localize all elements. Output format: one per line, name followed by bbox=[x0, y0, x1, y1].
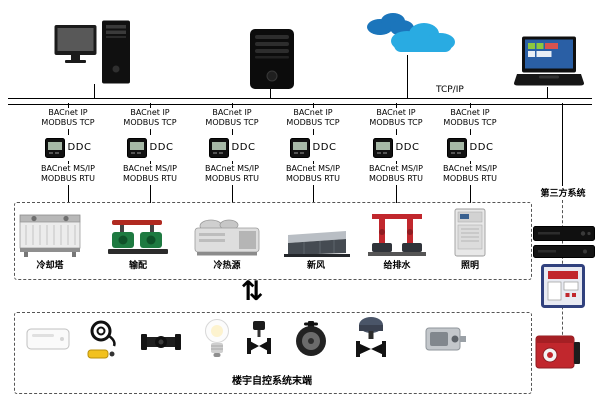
ddc-controller-icon bbox=[208, 138, 229, 158]
ddc-controller-icon bbox=[289, 138, 310, 158]
workstation-icon bbox=[54, 20, 132, 86]
ddc-device: DDC bbox=[273, 135, 353, 161]
drop-line-laptop bbox=[547, 87, 548, 98]
lighting-cabinet-icon bbox=[452, 208, 488, 258]
equipment-fresh-air: 新风 bbox=[274, 206, 358, 272]
chiller-icon bbox=[193, 216, 261, 258]
ddc-label: DDC bbox=[312, 142, 337, 153]
up-down-arrow-icon: ⇅ bbox=[240, 276, 264, 307]
ddc-controller-icon bbox=[126, 138, 147, 158]
ddc-device: DDC bbox=[192, 135, 272, 161]
damper-actuator-icon bbox=[424, 324, 468, 354]
control-valve-icon bbox=[246, 320, 272, 358]
network-bus-line bbox=[8, 98, 592, 105]
ddc-device: DDC bbox=[110, 135, 190, 161]
third-party-label: 第三方系统 bbox=[524, 186, 600, 199]
drop-line-third-party bbox=[562, 103, 563, 186]
ddc-controller-icon bbox=[44, 138, 65, 158]
ddc-controller-icon bbox=[446, 138, 467, 158]
equipment-label: 新风 bbox=[306, 261, 325, 272]
equipment-label: 输配 bbox=[128, 261, 147, 272]
surface-sensor-icon bbox=[26, 326, 70, 352]
ddc-device: DDC bbox=[430, 135, 510, 161]
ddc-label: DDC bbox=[395, 142, 420, 153]
ddc-label: DDC bbox=[67, 142, 92, 153]
drop-line-workstation bbox=[94, 84, 95, 98]
ddc-label: DDC bbox=[149, 142, 174, 153]
drop-line-server bbox=[270, 89, 271, 98]
cooling-tower-icon bbox=[17, 212, 83, 258]
equipment-label: 照明 bbox=[460, 261, 479, 272]
equipment-lighting: 照明 bbox=[428, 206, 512, 272]
equipment-water-supply: 给排水 bbox=[355, 206, 439, 272]
cloud-icon bbox=[362, 10, 460, 58]
server-icon bbox=[248, 28, 296, 90]
ddc-controller-icon bbox=[372, 138, 393, 158]
equipment-group-box bbox=[14, 202, 532, 280]
butterfly-valve-icon bbox=[292, 320, 330, 358]
pump-set-icon bbox=[106, 216, 170, 258]
valve-actuator-icon bbox=[354, 316, 388, 362]
equipment-distribution: 输配 bbox=[96, 206, 180, 272]
drop-line-cloud bbox=[407, 55, 408, 98]
media-box-2-icon bbox=[533, 245, 595, 258]
tcpip-label: TCP/IP bbox=[436, 85, 464, 95]
led-bulb-icon bbox=[203, 318, 231, 360]
equipment-chiller: 冷热源 bbox=[185, 206, 269, 272]
ddc-label: DDC bbox=[469, 142, 494, 153]
pipe-fitting-icon bbox=[140, 330, 182, 354]
equipment-label: 给排水 bbox=[383, 261, 411, 272]
equipment-cooling-tower: 冷却塔 bbox=[8, 206, 92, 272]
water-pumps-icon bbox=[366, 212, 428, 258]
equipment-label: 冷热源 bbox=[213, 261, 241, 272]
equipment-label: 冷却塔 bbox=[36, 261, 64, 272]
media-box-1-icon bbox=[533, 226, 595, 241]
fire-alarm-device-icon bbox=[534, 330, 582, 372]
laptop-icon bbox=[513, 36, 585, 88]
ddc-label: DDC bbox=[231, 142, 256, 153]
cable-temperature-sensor-icon bbox=[82, 318, 120, 360]
terminal-label: 楼宇自控系统末端 bbox=[232, 376, 312, 387]
air-handling-unit-icon bbox=[280, 228, 352, 258]
alarm-panel-icon bbox=[541, 264, 585, 308]
ddc-device: DDC bbox=[356, 135, 436, 161]
ddc-device: DDC bbox=[28, 135, 108, 161]
terminal-group-box bbox=[14, 312, 532, 394]
